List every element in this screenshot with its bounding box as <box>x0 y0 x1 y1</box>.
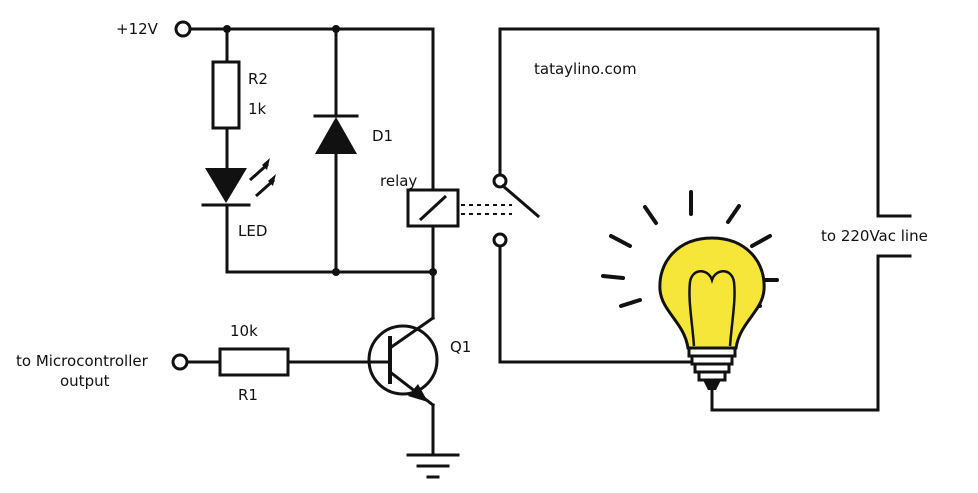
d1-label: D1 <box>372 127 393 145</box>
relay-label: relay <box>380 172 417 190</box>
relay-branch <box>406 27 512 274</box>
r1-name-label: R1 <box>238 386 258 404</box>
resistor-r2 <box>211 60 241 130</box>
relay-switch <box>492 27 541 364</box>
light-bulb-icon <box>601 190 779 390</box>
supply-terminal <box>174 20 192 38</box>
r2-name-label: R2 <box>248 70 268 88</box>
led-icon <box>201 158 276 207</box>
ac-line-label: to 220Vac line <box>821 227 928 245</box>
mcu-label-line1: to Microcontroller <box>16 352 149 370</box>
supply-label: +12V <box>116 20 159 38</box>
r1-value-label: 10k <box>230 322 258 340</box>
ground-icon <box>406 453 460 479</box>
transistor-q1 <box>367 315 439 457</box>
r2-value-label: 1k <box>248 100 267 118</box>
resistor-r1 <box>218 347 290 377</box>
q1-label: Q1 <box>450 338 471 356</box>
site-label: tataylino.com <box>534 60 637 78</box>
d1-branch <box>313 27 359 274</box>
led-label: LED <box>238 222 267 240</box>
mcu-input-terminal <box>171 353 189 371</box>
input-branch <box>171 347 392 377</box>
r2-led-branch <box>201 27 276 274</box>
mcu-label-line2: output <box>60 372 110 390</box>
supply-rail <box>174 20 435 38</box>
collector-node <box>225 268 437 320</box>
ac-line <box>498 27 912 412</box>
diode-icon <box>315 117 357 154</box>
